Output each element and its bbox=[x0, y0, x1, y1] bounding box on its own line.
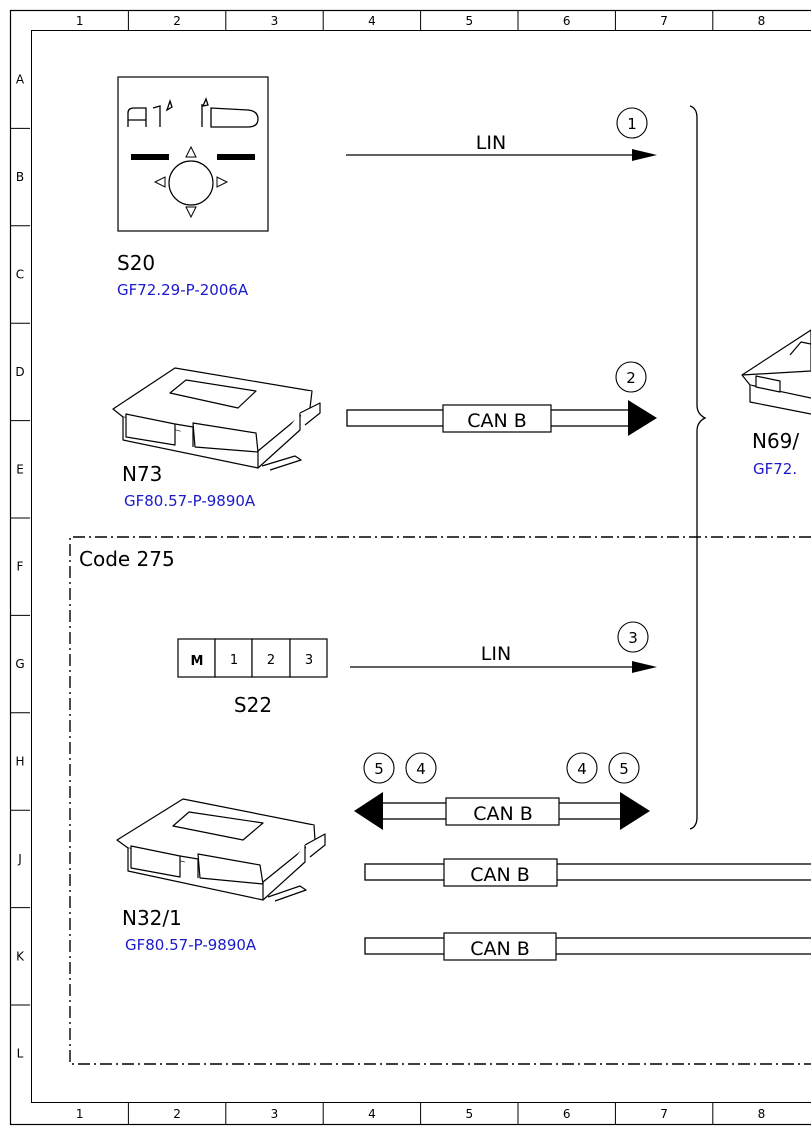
n73-control-unit[interactable] bbox=[112, 367, 321, 471]
n73-ref-link[interactable]: GF80.57-P-9890A bbox=[124, 492, 256, 510]
s20-switch[interactable] bbox=[117, 76, 269, 232]
bus-k-can-b: CAN B bbox=[364, 932, 811, 961]
ruler-row-E: E bbox=[16, 462, 24, 476]
n69-control-unit[interactable] bbox=[741, 329, 811, 415]
adjust-knob-icon bbox=[168, 160, 214, 206]
n73-label: N73 bbox=[122, 462, 162, 486]
s22-label: S22 bbox=[234, 693, 272, 717]
marker-4-right bbox=[566, 752, 598, 784]
ruler-row-D: D bbox=[15, 365, 24, 379]
marker-2 bbox=[615, 361, 647, 393]
svg-text:2: 2 bbox=[267, 653, 275, 668]
code-275-option-box bbox=[69, 536, 811, 1065]
marker-1 bbox=[616, 107, 648, 139]
marker-5-left bbox=[363, 752, 395, 784]
ruler-bottom-col-5: 5 bbox=[465, 1107, 473, 1121]
ruler-top-col-2: 2 bbox=[173, 14, 181, 28]
ruler-row-C: C bbox=[16, 268, 24, 282]
n32-1-label: N32/1 bbox=[122, 906, 182, 930]
bus-k-label: CAN B bbox=[470, 938, 530, 960]
ruler-row-H: H bbox=[15, 755, 24, 769]
svg-text:5: 5 bbox=[374, 760, 384, 778]
n32-1-control-unit[interactable] bbox=[116, 798, 326, 902]
bus-j-can-b: CAN B bbox=[364, 858, 811, 887]
s22-key-m bbox=[177, 638, 216, 678]
n69-label: N69/ bbox=[752, 429, 799, 453]
ruler-row-K: K bbox=[16, 949, 25, 963]
ruler-top-col-3: 3 bbox=[271, 14, 279, 28]
n69-ref-link[interactable]: GF72. bbox=[753, 460, 797, 478]
s20-ref-link[interactable]: GF72.29-P-2006A bbox=[117, 281, 249, 299]
svg-text:5: 5 bbox=[619, 760, 629, 778]
ruler-row-L: L bbox=[17, 1047, 24, 1061]
ruler-bottom-col-4: 4 bbox=[368, 1107, 376, 1121]
ruler-row-J: J bbox=[17, 852, 22, 866]
ruler-bottom-col-6: 6 bbox=[563, 1107, 571, 1121]
connection-2-can-b: CAN B 2 bbox=[346, 361, 657, 436]
marker-3-text: 3 bbox=[628, 629, 638, 647]
svg-text:1: 1 bbox=[230, 653, 238, 668]
ruler-bottom-col-8: 8 bbox=[758, 1107, 766, 1121]
code-275-label: Code 275 bbox=[79, 547, 175, 571]
marker-4-left bbox=[405, 752, 437, 784]
ruler-bottom-col-7: 7 bbox=[660, 1107, 668, 1121]
ruler-row-A: A bbox=[16, 73, 25, 87]
ruler-bottom-col-1: 1 bbox=[76, 1107, 84, 1121]
connection-4-5-label: CAN B bbox=[473, 803, 533, 825]
drawing-frame bbox=[9, 9, 811, 1126]
svg-text:4: 4 bbox=[577, 760, 587, 778]
s20-label: S20 bbox=[117, 251, 155, 275]
bus-j-label: CAN B bbox=[470, 864, 530, 886]
marker-5-right bbox=[608, 752, 640, 784]
ruler-bottom-col-2: 2 bbox=[173, 1107, 181, 1121]
ruler-row-G: G bbox=[15, 657, 24, 671]
bus-brace bbox=[689, 105, 707, 830]
s22-key-3 bbox=[289, 638, 328, 678]
ruler-bottom-col-3: 3 bbox=[271, 1107, 279, 1121]
connection-1-label: LIN bbox=[476, 132, 506, 154]
svg-text:4: 4 bbox=[416, 760, 426, 778]
svg-text:M: M bbox=[191, 654, 204, 669]
ruler-row-B: B bbox=[16, 170, 24, 184]
connection-2-label: CAN B bbox=[467, 410, 527, 432]
connection-4-5-can-b: CAN B 5 4 4 5 bbox=[354, 752, 650, 830]
connection-3-lin: LIN 3 bbox=[350, 621, 657, 673]
ruler-row-F: F bbox=[17, 560, 24, 574]
ruler-top-col-5: 5 bbox=[465, 14, 473, 28]
ruler-top-col-6: 6 bbox=[563, 14, 571, 28]
s22-key-1 bbox=[214, 638, 253, 678]
ruler-top-col-8: 8 bbox=[758, 14, 766, 28]
n32-1-ref-link[interactable]: GF80.57-P-9890A bbox=[125, 936, 257, 954]
seat-icon bbox=[127, 97, 259, 128]
ruler-top-col-1: 1 bbox=[76, 14, 84, 28]
marker-1-text: 1 bbox=[627, 115, 637, 133]
ruler-top-col-4: 4 bbox=[368, 14, 376, 28]
s22-switch[interactable]: M 1 2 3 bbox=[177, 638, 328, 678]
ruler-top-col-7: 7 bbox=[660, 14, 668, 28]
marker-2-text: 2 bbox=[626, 369, 636, 387]
connection-3-label: LIN bbox=[481, 643, 511, 665]
connection-1-lin: LIN 1 bbox=[346, 107, 657, 161]
marker-3 bbox=[617, 621, 649, 653]
svg-text:3: 3 bbox=[305, 653, 313, 668]
